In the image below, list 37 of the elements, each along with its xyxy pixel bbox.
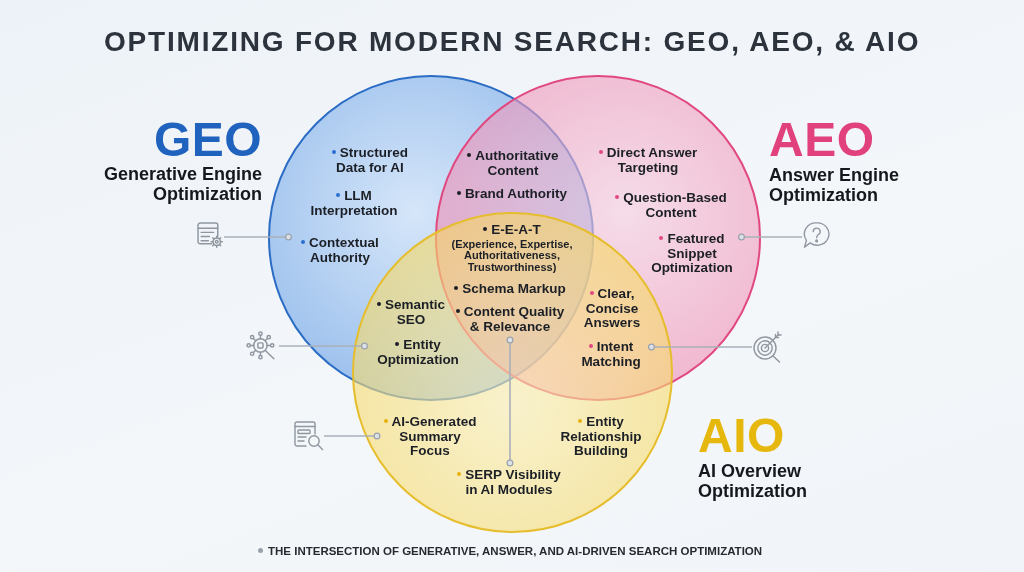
bullet-point: Content Quality & Relevance [455,305,565,340]
caption: THE INTERSECTION OF GENERATIVE, ANSWER, AND AI-DRIVEN SEARCH OPTIMIZATION [258,544,763,558]
bullet-point: Contextual Authority [288,236,380,265]
bullet-point: Schema Markup [453,282,567,297]
title: OPTIMIZING FOR MODERN SEARCH: GEO, AEO, & AIO [104,26,921,58]
bullet-point: Clear, Concise Answers [583,287,641,331]
bullet-point: AI-Generated Summary Focus [377,415,477,459]
bullet-point: Entity Optimization [364,338,460,367]
bullet-point: Semantic SEO [376,298,446,327]
section-subtitle: Answer Engine Optimization [769,166,901,205]
leader-line [506,336,514,467]
document-search-icon [294,421,324,451]
bullet-point: Structured Data for AI [331,146,409,175]
bullet-point: E-E-A-T [483,223,541,238]
bullet-point: Featured Snippet Optimization [650,232,742,276]
section-heading: GEO [154,116,263,164]
bullet-point: Question-Based Content [614,191,728,220]
leader-line [323,432,381,440]
question-bubble-icon [802,221,831,250]
description-text: (Experience, Expertise, Authoritativeness, Trustworthiness) [450,238,574,274]
target-search-icon [752,331,784,363]
section-heading: AIO [698,412,785,460]
bullet-point: SERP Visibility in AI Modules [456,463,562,497]
section-subtitle: Generative Engine Optimization [102,165,262,204]
bullet-point: Intent Matching [580,340,652,369]
bullet-point: Brand Authority [456,187,568,202]
leader-line [738,233,803,241]
leader-line [223,233,292,241]
document-gear-icon [197,222,224,249]
leader-line [278,342,368,350]
section-heading: AEO [769,116,875,164]
bullet-point: Direct Answer Targeting [598,146,698,175]
bullet-point: LLM Interpretation [309,189,399,218]
leader-line [648,343,753,351]
section-subtitle: AI Overview Optimization [698,462,808,501]
bullet-point: Entity Relationship Building [559,415,643,459]
bullet-point: Authoritative Content [466,149,560,178]
